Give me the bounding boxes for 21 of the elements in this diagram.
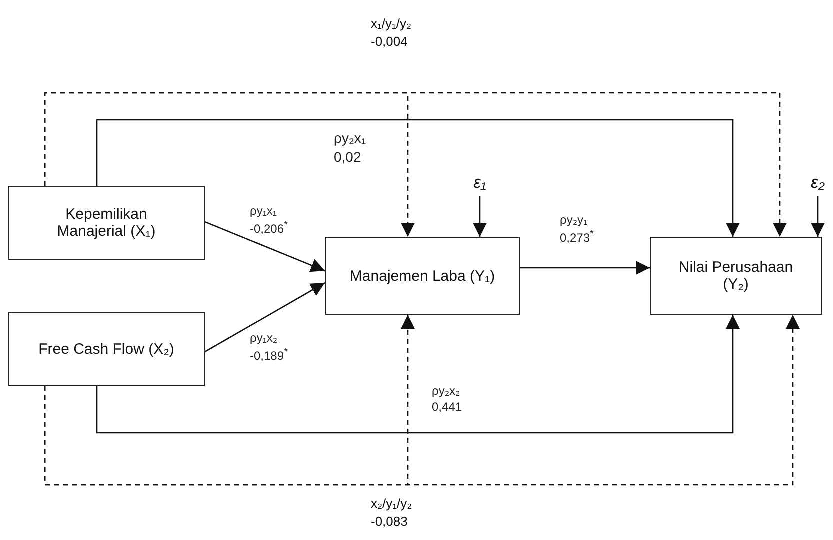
dashed-arrow — [44, 315, 800, 486]
dashed-arrow — [44, 92, 787, 237]
effect-label: x₁/y₁/y₂ -0,004 — [371, 15, 413, 50]
variable-box — [650, 237, 822, 315]
effect-label: x₂/y₁/y₂ -0,083 — [371, 495, 414, 530]
variable-name: Kepemilikan Manajerial (X₁) — [56, 206, 157, 240]
error-term-label: ε₂ — [804, 170, 832, 196]
arrow — [520, 261, 650, 275]
error-term-label: ε₁ — [466, 170, 494, 196]
arrow — [473, 196, 487, 237]
arrow — [811, 196, 825, 237]
variable-box — [8, 312, 205, 386]
variable-name: Free Cash Flow (X₂) — [38, 340, 174, 358]
arrow — [96, 315, 740, 434]
arrow — [204, 282, 326, 353]
arrow — [204, 221, 326, 272]
arrow — [96, 119, 740, 237]
variable-name: Nilai Perusahaan (Y₂) — [678, 259, 794, 293]
variable-box — [325, 237, 520, 315]
variable-name: Manajemen Laba (Y₁) — [350, 268, 496, 284]
variable-box — [8, 186, 205, 260]
